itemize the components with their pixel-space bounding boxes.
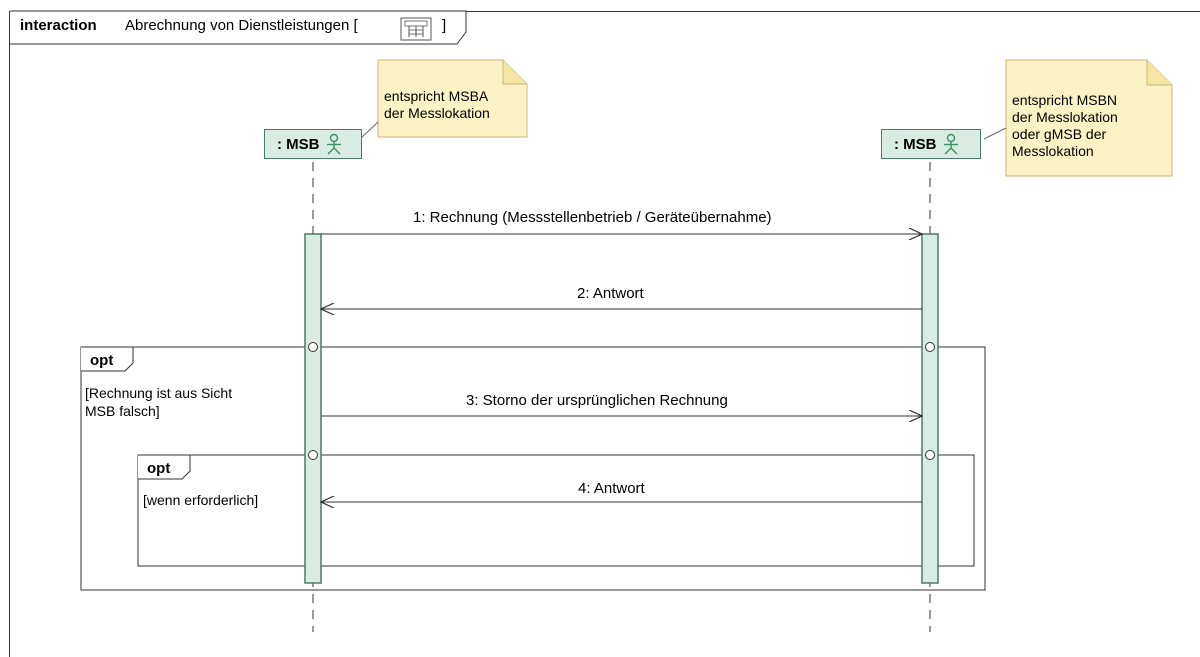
note-right [983, 59, 1173, 177]
message-4-label: 4: Antwort [578, 480, 645, 497]
fragment-inner-operator: opt [147, 460, 171, 477]
actor-icon [943, 133, 958, 155]
note-right-line: der Messlokation [1012, 109, 1118, 125]
interaction-frame [9, 11, 1200, 657]
coverage-marker [925, 450, 935, 460]
note-right-line: oder gMSB der [1012, 126, 1107, 142]
note-left-line: der Messlokation [384, 105, 490, 121]
message-1-label: 1: Rechnung (Messstellenbetrieb / Geräte… [413, 209, 772, 226]
fragment-inner-guard: [wenn erforderlich] [143, 492, 259, 508]
frame-title-bracket: ] [442, 17, 447, 34]
fragment-outer-guard-line: [Rechnung ist aus Sicht [85, 385, 233, 401]
actor-icon [326, 133, 341, 155]
coverage-marker [308, 342, 318, 352]
note-left-line: entspricht MSBA [384, 88, 489, 104]
frame-name-tab [10, 10, 467, 45]
fragment-outer [80, 346, 986, 591]
note-left [359, 59, 528, 140]
fragment-inner [137, 454, 975, 567]
fragment-outer-tab [81, 346, 134, 372]
note-right-line: Messlokation [1012, 143, 1094, 159]
message-2-label: 2: Antwort [577, 285, 644, 302]
lifeline-right-label: : MSB [894, 135, 937, 153]
note-right-line: entspricht MSBN [1012, 92, 1118, 108]
fragment-inner-tab [138, 454, 191, 480]
note-left-text: entspricht MSBA der Messlokation [384, 88, 490, 122]
lifeline-left-label: : MSB [277, 135, 320, 153]
fragment-outer-guard: [Rechnung ist aus Sicht MSB falsch] [85, 384, 232, 420]
sequence-diagram-icon [400, 17, 432, 41]
frame-keyword: interaction [20, 17, 97, 34]
lifeline-left-head: : MSB [264, 129, 362, 159]
coverage-marker [925, 342, 935, 352]
activation-right [921, 233, 939, 584]
message-3-label: 3: Storno der ursprünglichen Rechnung [466, 392, 728, 409]
fragment-outer-guard-line: MSB falsch] [85, 403, 160, 419]
note-right-text: entspricht MSBN der Messlokation oder gM… [1012, 92, 1118, 160]
fragment-outer-operator: opt [90, 352, 114, 369]
activation-left [304, 233, 322, 584]
lifeline-right-head: : MSB [881, 129, 981, 159]
frame-title: Abrechnung von Dienstleistungen [ [125, 17, 358, 34]
coverage-marker [308, 450, 318, 460]
